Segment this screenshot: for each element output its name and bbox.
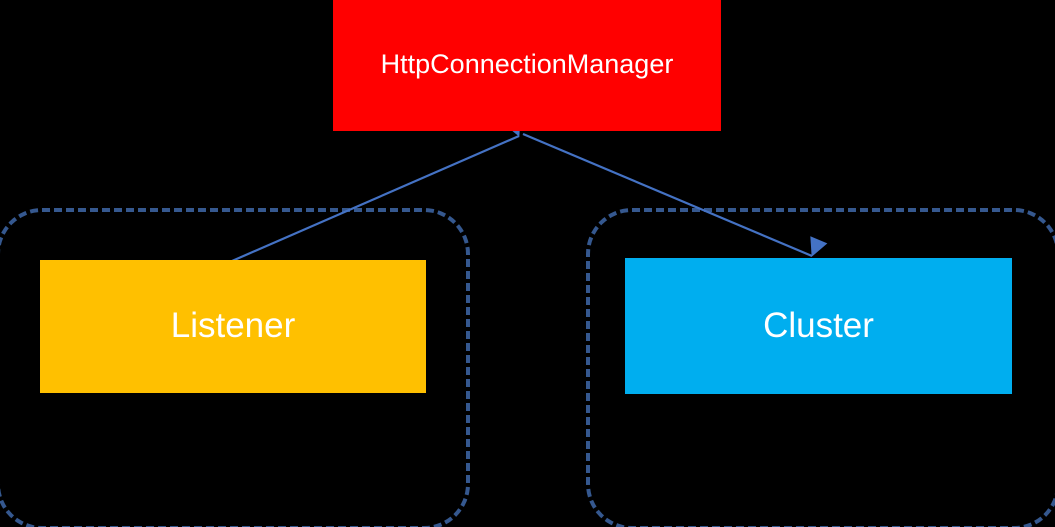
node-cluster[interactable]: Cluster [625, 258, 1012, 394]
node-httpconnectionmanager[interactable]: HttpConnectionManager [333, 0, 721, 131]
node-label-httpconnectionmanager: HttpConnectionManager [380, 49, 674, 80]
node-label-cluster: Cluster [763, 305, 874, 345]
node-listener[interactable]: Listener [40, 260, 426, 393]
node-label-listener: Listener [170, 306, 296, 346]
